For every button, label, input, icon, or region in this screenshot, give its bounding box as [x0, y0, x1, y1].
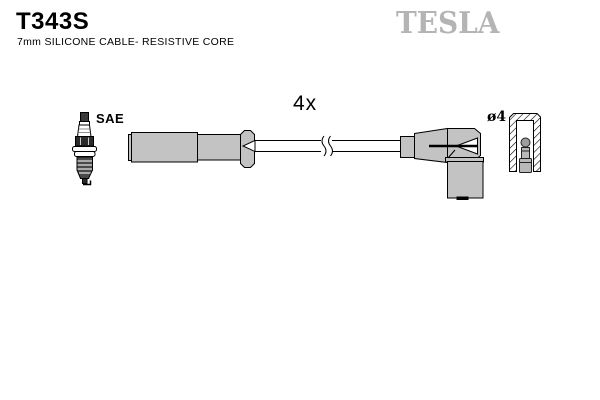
quantity-label: 4x — [293, 92, 318, 115]
boot-body-large — [131, 132, 198, 163]
cable-spec-subtitle: 7mm SILICONE CABLE- RESISTIVE CORE — [17, 36, 235, 48]
cable — [255, 135, 401, 157]
tesla-brand-logo: TESLA — [396, 6, 500, 41]
cable-break-mark — [328, 135, 333, 157]
sae-label: SAE — [96, 111, 125, 126]
boot-body-small — [197, 134, 241, 161]
socket-terminal-pin — [519, 137, 532, 173]
spark-plug-illustration — [72, 112, 97, 186]
spark-plug-center-electrode — [82, 178, 88, 184]
socket-hatched-wall — [509, 113, 541, 172]
boot-cable-entry-notch — [241, 139, 256, 153]
spark-plug-flange — [72, 146, 97, 152]
boot-vertical-body — [447, 161, 484, 199]
spark-plug-boot — [128, 130, 256, 168]
boot-crease-line — [447, 149, 456, 159]
spark-plug-hex-nut — [75, 136, 94, 147]
boot-collar — [240, 130, 255, 168]
spark-plug-thread-body — [76, 156, 93, 179]
terminal-diameter-label: ø4 — [487, 109, 507, 125]
terminal-cross-section — [509, 113, 541, 173]
part-number: T343S — [16, 8, 90, 35]
boot-terminal-contact — [456, 196, 469, 200]
cable-break-mark — [321, 135, 327, 157]
pin-base — [519, 158, 532, 173]
boot-cable-entry — [400, 136, 415, 158]
pin-body — [521, 147, 530, 159]
spark-plug-insulator — [76, 124, 92, 137]
spark-plug-gasket — [74, 151, 96, 157]
spark-plug-terminal-nut — [80, 112, 89, 122]
pin-tip — [520, 137, 531, 148]
spark-plug-terminal-collar — [79, 121, 90, 126]
spark-plug-ground-electrode — [83, 180, 92, 186]
distributor-boot — [400, 127, 484, 200]
